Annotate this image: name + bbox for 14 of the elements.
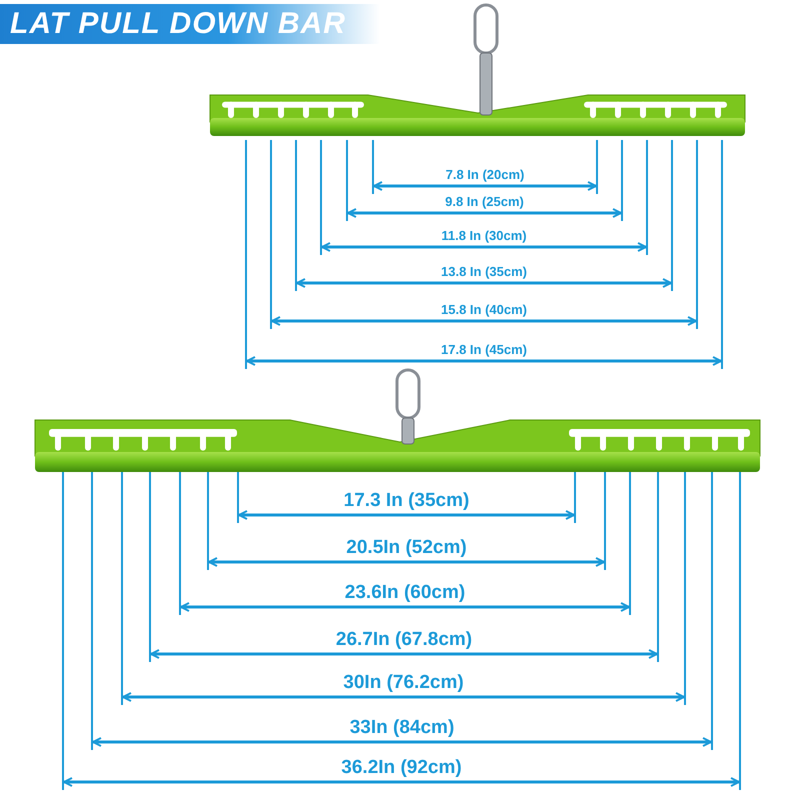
dimension-label: 17.3 In (35cm) [344, 491, 470, 510]
dimension-label: 11.8 In (30cm) [441, 229, 527, 242]
dimension-label: 30In (76.2cm) [343, 673, 464, 692]
dimension-label: 17.8 In (45cm) [441, 343, 527, 356]
dimension-label: 23.6In (60cm) [344, 583, 466, 602]
title-banner: LAT PULL DOWN BAR [0, 4, 380, 44]
dimension-label: 13.8 In (35cm) [441, 265, 527, 278]
dimension-label: 9.8 In (25cm) [445, 195, 524, 208]
dimension-label: 33In (84cm) [350, 718, 454, 737]
dimension-label: 7.8 In (20cm) [446, 168, 524, 181]
dimension-label: 26.7In (67.8cm) [336, 630, 472, 649]
dimension-label: 15.8 In (40cm) [441, 303, 527, 316]
dimension-label: 36.2In (92cm) [341, 758, 462, 777]
dimension-label: 20.5In (52cm) [346, 538, 467, 557]
